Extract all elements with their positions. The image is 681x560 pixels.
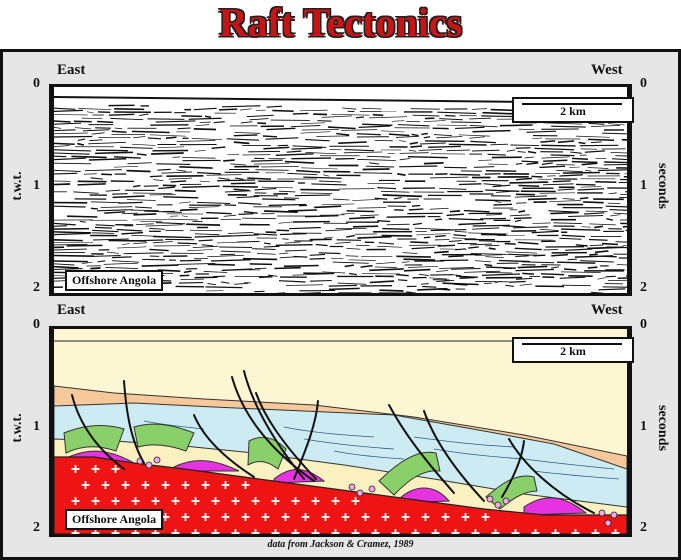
seismic-scale-label: 2 km <box>560 104 586 118</box>
seismic-tick-right-2: 2 <box>640 280 647 295</box>
green-raft-3 <box>247 436 287 470</box>
section-tick-left-1: 1 <box>33 419 40 434</box>
seismic-right-axis-bar <box>627 84 632 296</box>
magenta-pod-5 <box>523 497 588 516</box>
section-scale-label: 2 km <box>560 344 586 358</box>
section-left-axis-bar <box>49 326 54 537</box>
section-location-label: Offshore Angola <box>65 509 164 530</box>
seismic-west-label: West <box>591 62 623 78</box>
seismic-east-label: East <box>57 62 86 78</box>
section-tick-right-2: 2 <box>640 520 647 535</box>
geologic-cross-section <box>54 329 627 534</box>
page-title: Raft Tectonics <box>218 0 463 45</box>
seismic-tick-right-0: 0 <box>640 76 647 91</box>
seismic-panel <box>54 84 627 296</box>
seismic-reflections <box>54 96 627 293</box>
seismic-scale-bar: 2 km <box>512 97 634 123</box>
seismic-tick-left-2: 2 <box>33 280 40 295</box>
section-tick-left-2: 2 <box>33 520 40 535</box>
seismic-tick-left-0: 0 <box>33 76 40 91</box>
section-scale-bar: 2 km <box>512 337 634 363</box>
section-tick-right-1: 1 <box>640 419 647 434</box>
section-panel <box>54 326 627 537</box>
listric-faults <box>71 370 595 514</box>
section-right-axis-label: seconds <box>655 405 670 451</box>
seismic-left-axis-bar <box>49 84 54 296</box>
seismic-left-axis-label: t.w.t. <box>10 171 25 201</box>
figure-border <box>0 49 681 560</box>
magenta-pod-2 <box>173 460 240 472</box>
section-west-label: West <box>591 302 623 318</box>
seismic-tick-right-1: 1 <box>640 178 647 193</box>
seismic-scale-line <box>522 103 622 105</box>
green-raft-4 <box>378 451 441 496</box>
section-scale-line <box>522 343 622 345</box>
section-tick-left-0: 0 <box>33 317 40 332</box>
section-tick-right-0: 0 <box>640 317 647 332</box>
seismic-right-axis-label: seconds <box>655 163 670 209</box>
section-right-axis-bar <box>627 326 632 537</box>
pink-nodules <box>136 456 618 527</box>
green-raft-2 <box>133 423 195 452</box>
salt-layer <box>54 456 627 534</box>
seismic-tick-left-1: 1 <box>33 178 40 193</box>
seismic-location-label: Offshore Angola <box>65 270 164 291</box>
section-east-label: East <box>57 302 86 318</box>
section-left-axis-label: t.w.t. <box>10 413 25 443</box>
data-credit: data from Jackson & Cramez, 1989 <box>267 539 414 550</box>
